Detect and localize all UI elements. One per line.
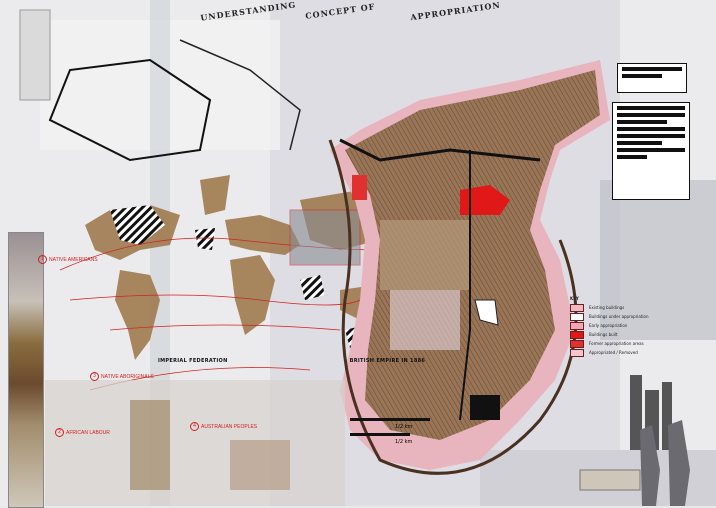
legend-item: Buildings under appropriation [570,312,660,321]
redacted-text-2 [612,102,690,200]
legend-item: Buildings built [570,330,660,339]
map-caption: IMPERIAL FEDERATION BRITISH EMPIRE IN 18… [158,358,425,364]
caption-right: BRITISH EMPIRE IN 1886 [349,358,426,364]
legend-item: Existing buildings [570,303,660,312]
scale-label-b: 1/2 km [395,439,413,445]
legend-title: KEY [570,296,579,301]
legend-item: Appropriated / Removed [570,348,660,357]
legend-item: Former appropriation areas [570,339,660,348]
figures [640,420,690,506]
legend: KEY Existing buildings Buildings under a… [570,296,660,357]
peninsula-map [328,60,610,475]
label-3: 3Native Aboriginals [90,372,154,381]
legend-item: Early appropriation [570,321,660,330]
scale-label-a: 1/2 km [395,424,413,430]
label-1: 1Native Americans [38,255,98,264]
caption-left: IMPERIAL FEDERATION [158,358,228,364]
label-2: 2African Labour [55,428,110,437]
label-4: 4Australian Peoples [190,422,257,431]
redacted-text-1 [617,63,687,93]
site-outline [48,58,212,162]
illustration-strip [8,232,44,508]
